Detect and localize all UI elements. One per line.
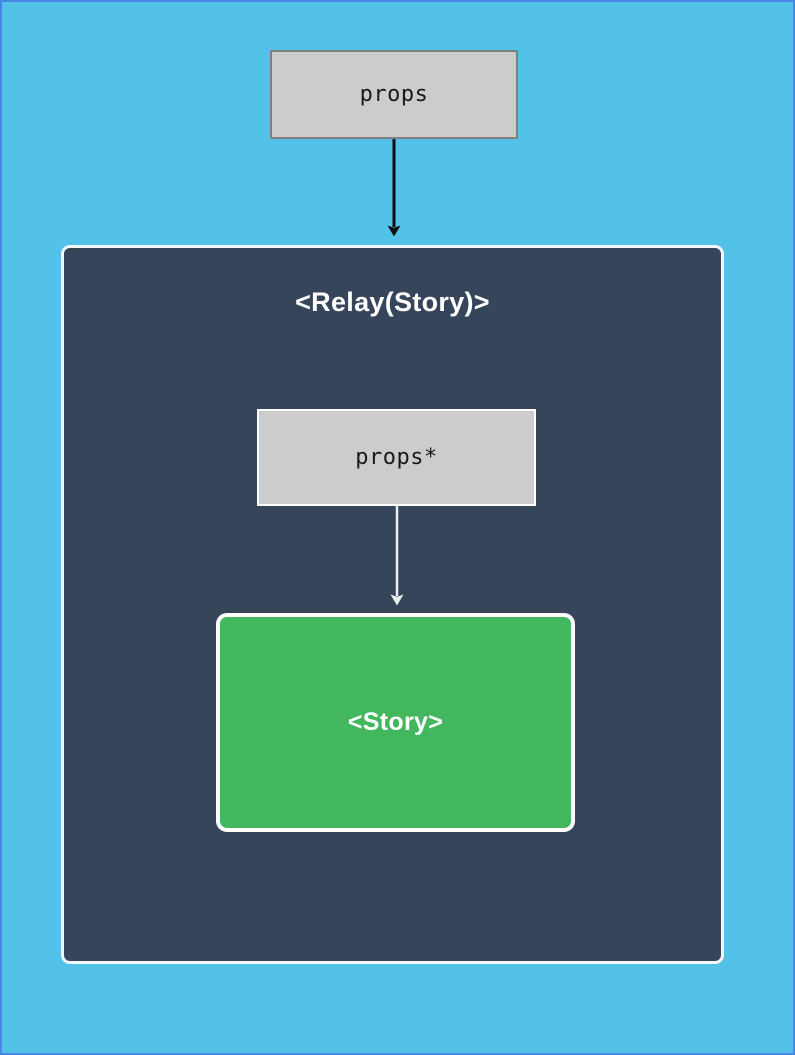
node-relay-container-label: <Relay(Story)> xyxy=(295,287,490,317)
node-props-outer-label: props xyxy=(359,82,429,107)
node-relay-container: <Relay(Story)> props* <Story> xyxy=(61,245,724,964)
node-story-label: <Story> xyxy=(347,708,444,736)
node-props-inner-label: props* xyxy=(355,445,438,470)
node-props-inner: props* xyxy=(257,409,536,506)
edge-innerprops-to-story xyxy=(390,506,404,606)
node-story: <Story> xyxy=(216,613,575,832)
node-props-outer: props xyxy=(270,50,518,139)
